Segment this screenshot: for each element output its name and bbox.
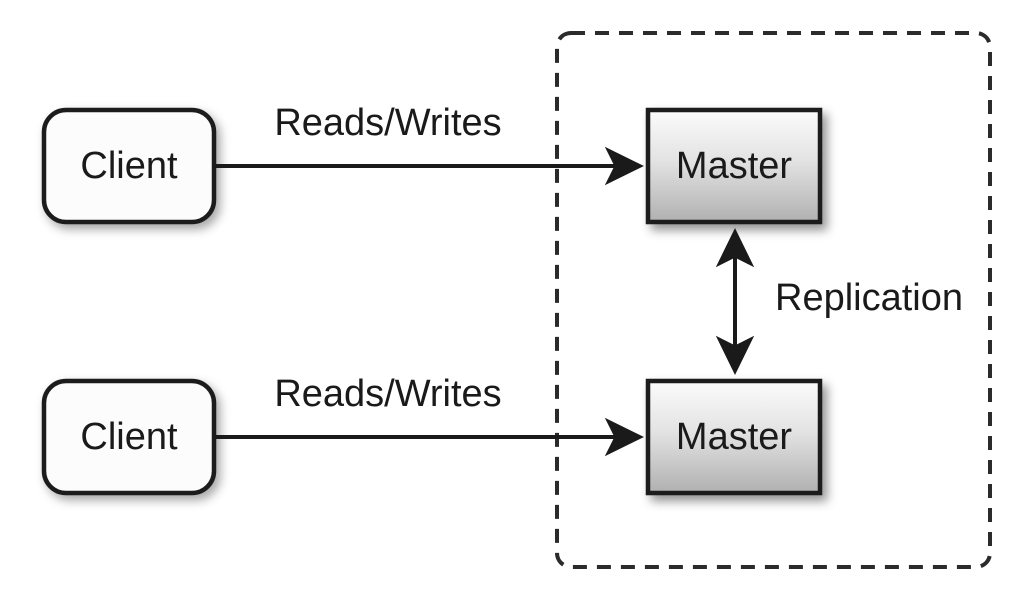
client-top-label: Client bbox=[80, 145, 178, 187]
edge-reads-writes-bottom: Reads/Writes bbox=[214, 373, 645, 457]
edge-reads-writes-bottom-label: Reads/Writes bbox=[274, 373, 501, 415]
edge-replication-label: Replication bbox=[775, 277, 963, 319]
edge-reads-writes-top: Reads/Writes bbox=[214, 102, 645, 186]
master-top-shape bbox=[645, 107, 823, 225]
edge-reads-writes-top-label: Reads/Writes bbox=[274, 102, 501, 144]
node-master-bottom[interactable]: Master bbox=[645, 378, 823, 496]
replication-cluster-boundary bbox=[555, 31, 992, 569]
node-master-top[interactable]: Master bbox=[645, 107, 823, 225]
edge-replication: Replication bbox=[715, 227, 963, 376]
client-bottom-label: Client bbox=[80, 416, 178, 458]
master-bottom-label: Master bbox=[676, 416, 792, 458]
node-client-top[interactable]: Client bbox=[41, 107, 217, 225]
master-bottom-shape bbox=[645, 378, 823, 496]
master-top-label: Master bbox=[676, 145, 792, 187]
node-client-bottom[interactable]: Client bbox=[41, 378, 217, 496]
